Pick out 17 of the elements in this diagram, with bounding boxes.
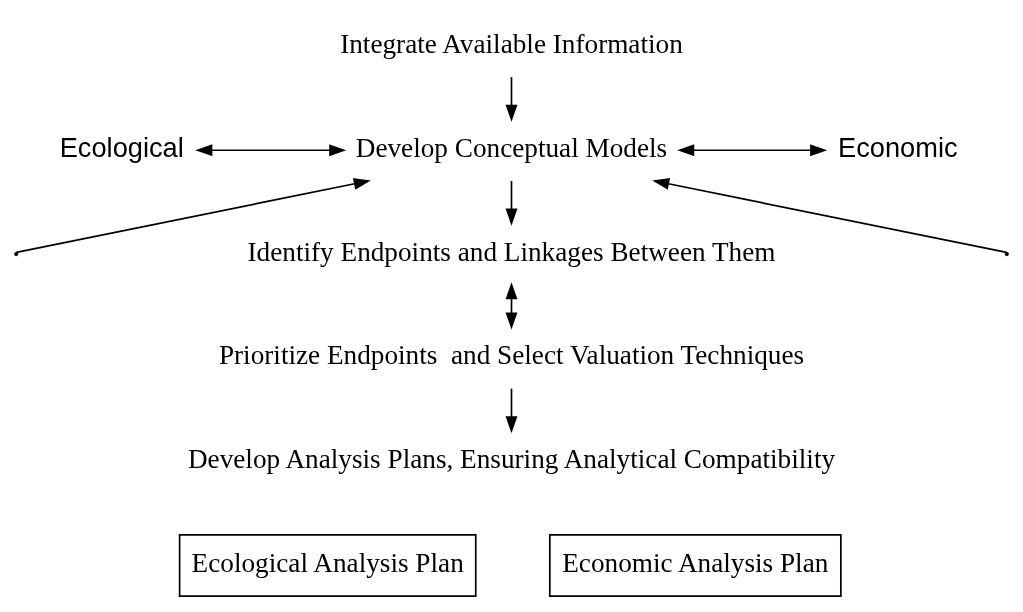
arrow <box>652 178 1008 254</box>
node-text: Develop Conceptual Models <box>355 132 668 163</box>
arrow <box>505 180 518 226</box>
node-text: Integrate Available Information <box>340 28 683 59</box>
arrow <box>505 76 518 122</box>
arrow <box>15 178 371 254</box>
node-box: Economic Analysis Plan <box>548 534 842 598</box>
node-text: Develop Analysis Plans, Ensuring Analytical Compatibility <box>187 444 836 475</box>
arrow <box>677 144 828 157</box>
arrow <box>505 282 518 330</box>
node-text: Identify Endpoints and Linkages Between Them <box>247 236 776 267</box>
arrow <box>195 144 347 157</box>
node-box: Ecological Analysis Plan <box>178 534 477 598</box>
node-text: Prioritize Endpoints and Select Valuation Techniques <box>218 340 805 371</box>
arrow <box>505 387 518 434</box>
node-text: Economic <box>838 131 958 163</box>
node-text: Ecological <box>59 131 184 163</box>
